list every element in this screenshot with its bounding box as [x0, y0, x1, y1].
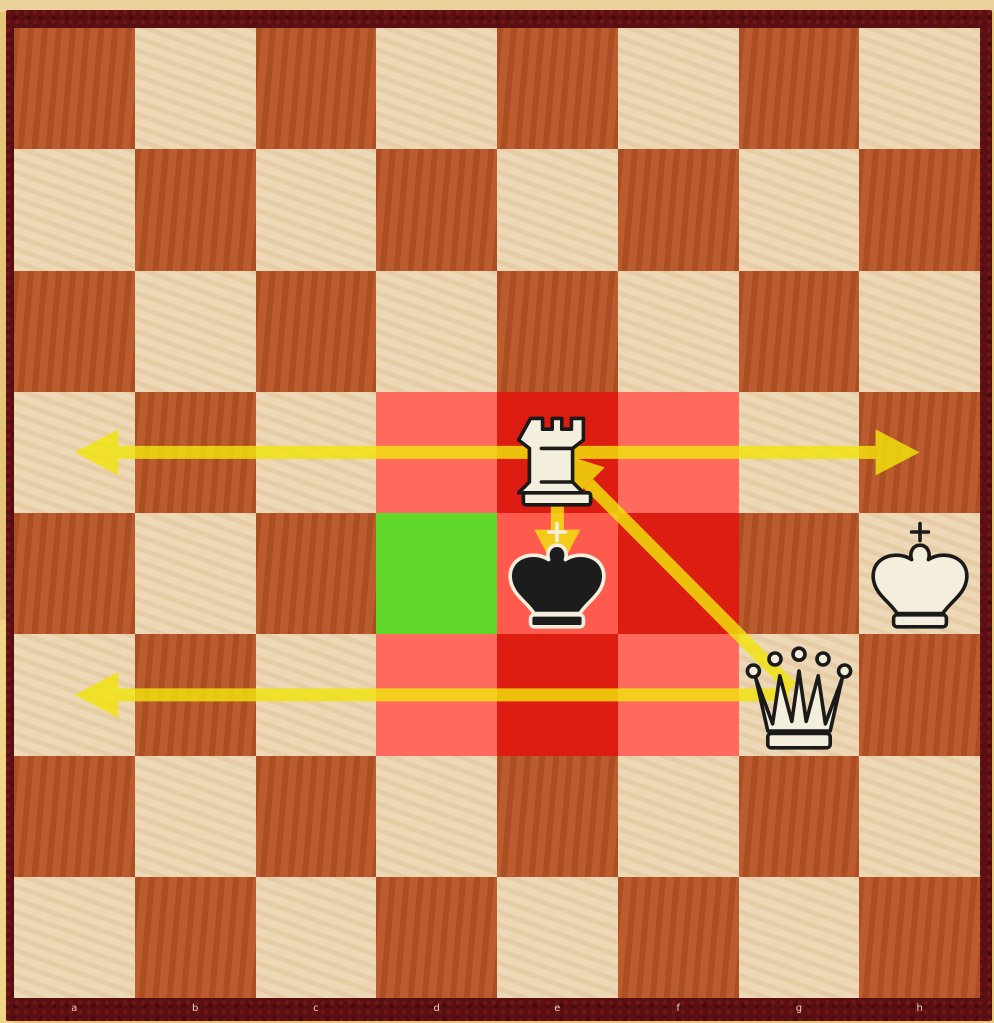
file-label-f: f [618, 998, 739, 1020]
square-h2[interactable] [859, 756, 980, 877]
square-a8[interactable] [14, 28, 135, 149]
square-a2[interactable] [14, 756, 135, 877]
square-f1[interactable] [618, 877, 739, 998]
square-c3[interactable] [256, 634, 377, 755]
square-highlight [376, 392, 497, 513]
square-b3[interactable] [135, 634, 256, 755]
square-e3[interactable] [497, 634, 618, 755]
square-c2[interactable] [256, 756, 377, 877]
square-d2[interactable] [376, 756, 497, 877]
file-label-e: e [497, 998, 618, 1020]
square-h8[interactable] [859, 28, 980, 149]
square-d4[interactable] [376, 513, 497, 634]
square-b7[interactable] [135, 149, 256, 270]
square-c1[interactable] [256, 877, 377, 998]
file-label-c: c [256, 998, 377, 1020]
square-f2[interactable] [618, 756, 739, 877]
square-g1[interactable] [739, 877, 860, 998]
square-f4[interactable] [618, 513, 739, 634]
square-g7[interactable] [739, 149, 860, 270]
square-b4[interactable] [135, 513, 256, 634]
square-d8[interactable] [376, 28, 497, 149]
square-highlight [497, 634, 618, 755]
white-rook-icon[interactable] [497, 392, 617, 512]
file-label-d: d [376, 998, 497, 1020]
square-e7[interactable] [497, 149, 618, 270]
square-c5[interactable] [256, 392, 377, 513]
square-f6[interactable] [618, 271, 739, 392]
square-e1[interactable] [497, 877, 618, 998]
file-label-h: h [859, 998, 980, 1020]
square-highlight [618, 392, 739, 513]
white-queen-icon[interactable] [739, 635, 859, 755]
square-d6[interactable] [376, 271, 497, 392]
square-a7[interactable] [14, 149, 135, 270]
file-label-b: b [135, 998, 256, 1020]
square-d5[interactable] [376, 392, 497, 513]
square-h6[interactable] [859, 271, 980, 392]
square-d7[interactable] [376, 149, 497, 270]
black-king-icon[interactable] [497, 514, 617, 634]
square-b5[interactable] [135, 392, 256, 513]
file-label-g: g [739, 998, 860, 1020]
square-g6[interactable] [739, 271, 860, 392]
square-a5[interactable] [14, 392, 135, 513]
square-h1[interactable] [859, 877, 980, 998]
square-h3[interactable] [859, 634, 980, 755]
white-king-icon[interactable] [860, 514, 980, 634]
square-b8[interactable] [135, 28, 256, 149]
square-g2[interactable] [739, 756, 860, 877]
square-f3[interactable] [618, 634, 739, 755]
square-c7[interactable] [256, 149, 377, 270]
square-a3[interactable] [14, 634, 135, 755]
square-d1[interactable] [376, 877, 497, 998]
square-d3[interactable] [376, 634, 497, 755]
square-g8[interactable] [739, 28, 860, 149]
square-h7[interactable] [859, 149, 980, 270]
square-b2[interactable] [135, 756, 256, 877]
square-b1[interactable] [135, 877, 256, 998]
square-f8[interactable] [618, 28, 739, 149]
square-a4[interactable] [14, 513, 135, 634]
file-label-a: a [14, 998, 135, 1020]
square-h5[interactable] [859, 392, 980, 513]
square-highlight [618, 634, 739, 755]
square-f7[interactable] [618, 149, 739, 270]
square-highlight [376, 513, 497, 634]
square-c6[interactable] [256, 271, 377, 392]
square-a6[interactable] [14, 271, 135, 392]
square-f5[interactable] [618, 392, 739, 513]
square-c8[interactable] [256, 28, 377, 149]
square-g5[interactable] [739, 392, 860, 513]
square-highlight [376, 634, 497, 755]
square-e6[interactable] [497, 271, 618, 392]
square-highlight [618, 513, 739, 634]
square-g4[interactable] [739, 513, 860, 634]
square-e8[interactable] [497, 28, 618, 149]
square-a1[interactable] [14, 877, 135, 998]
square-b6[interactable] [135, 271, 256, 392]
square-e2[interactable] [497, 756, 618, 877]
square-c4[interactable] [256, 513, 377, 634]
